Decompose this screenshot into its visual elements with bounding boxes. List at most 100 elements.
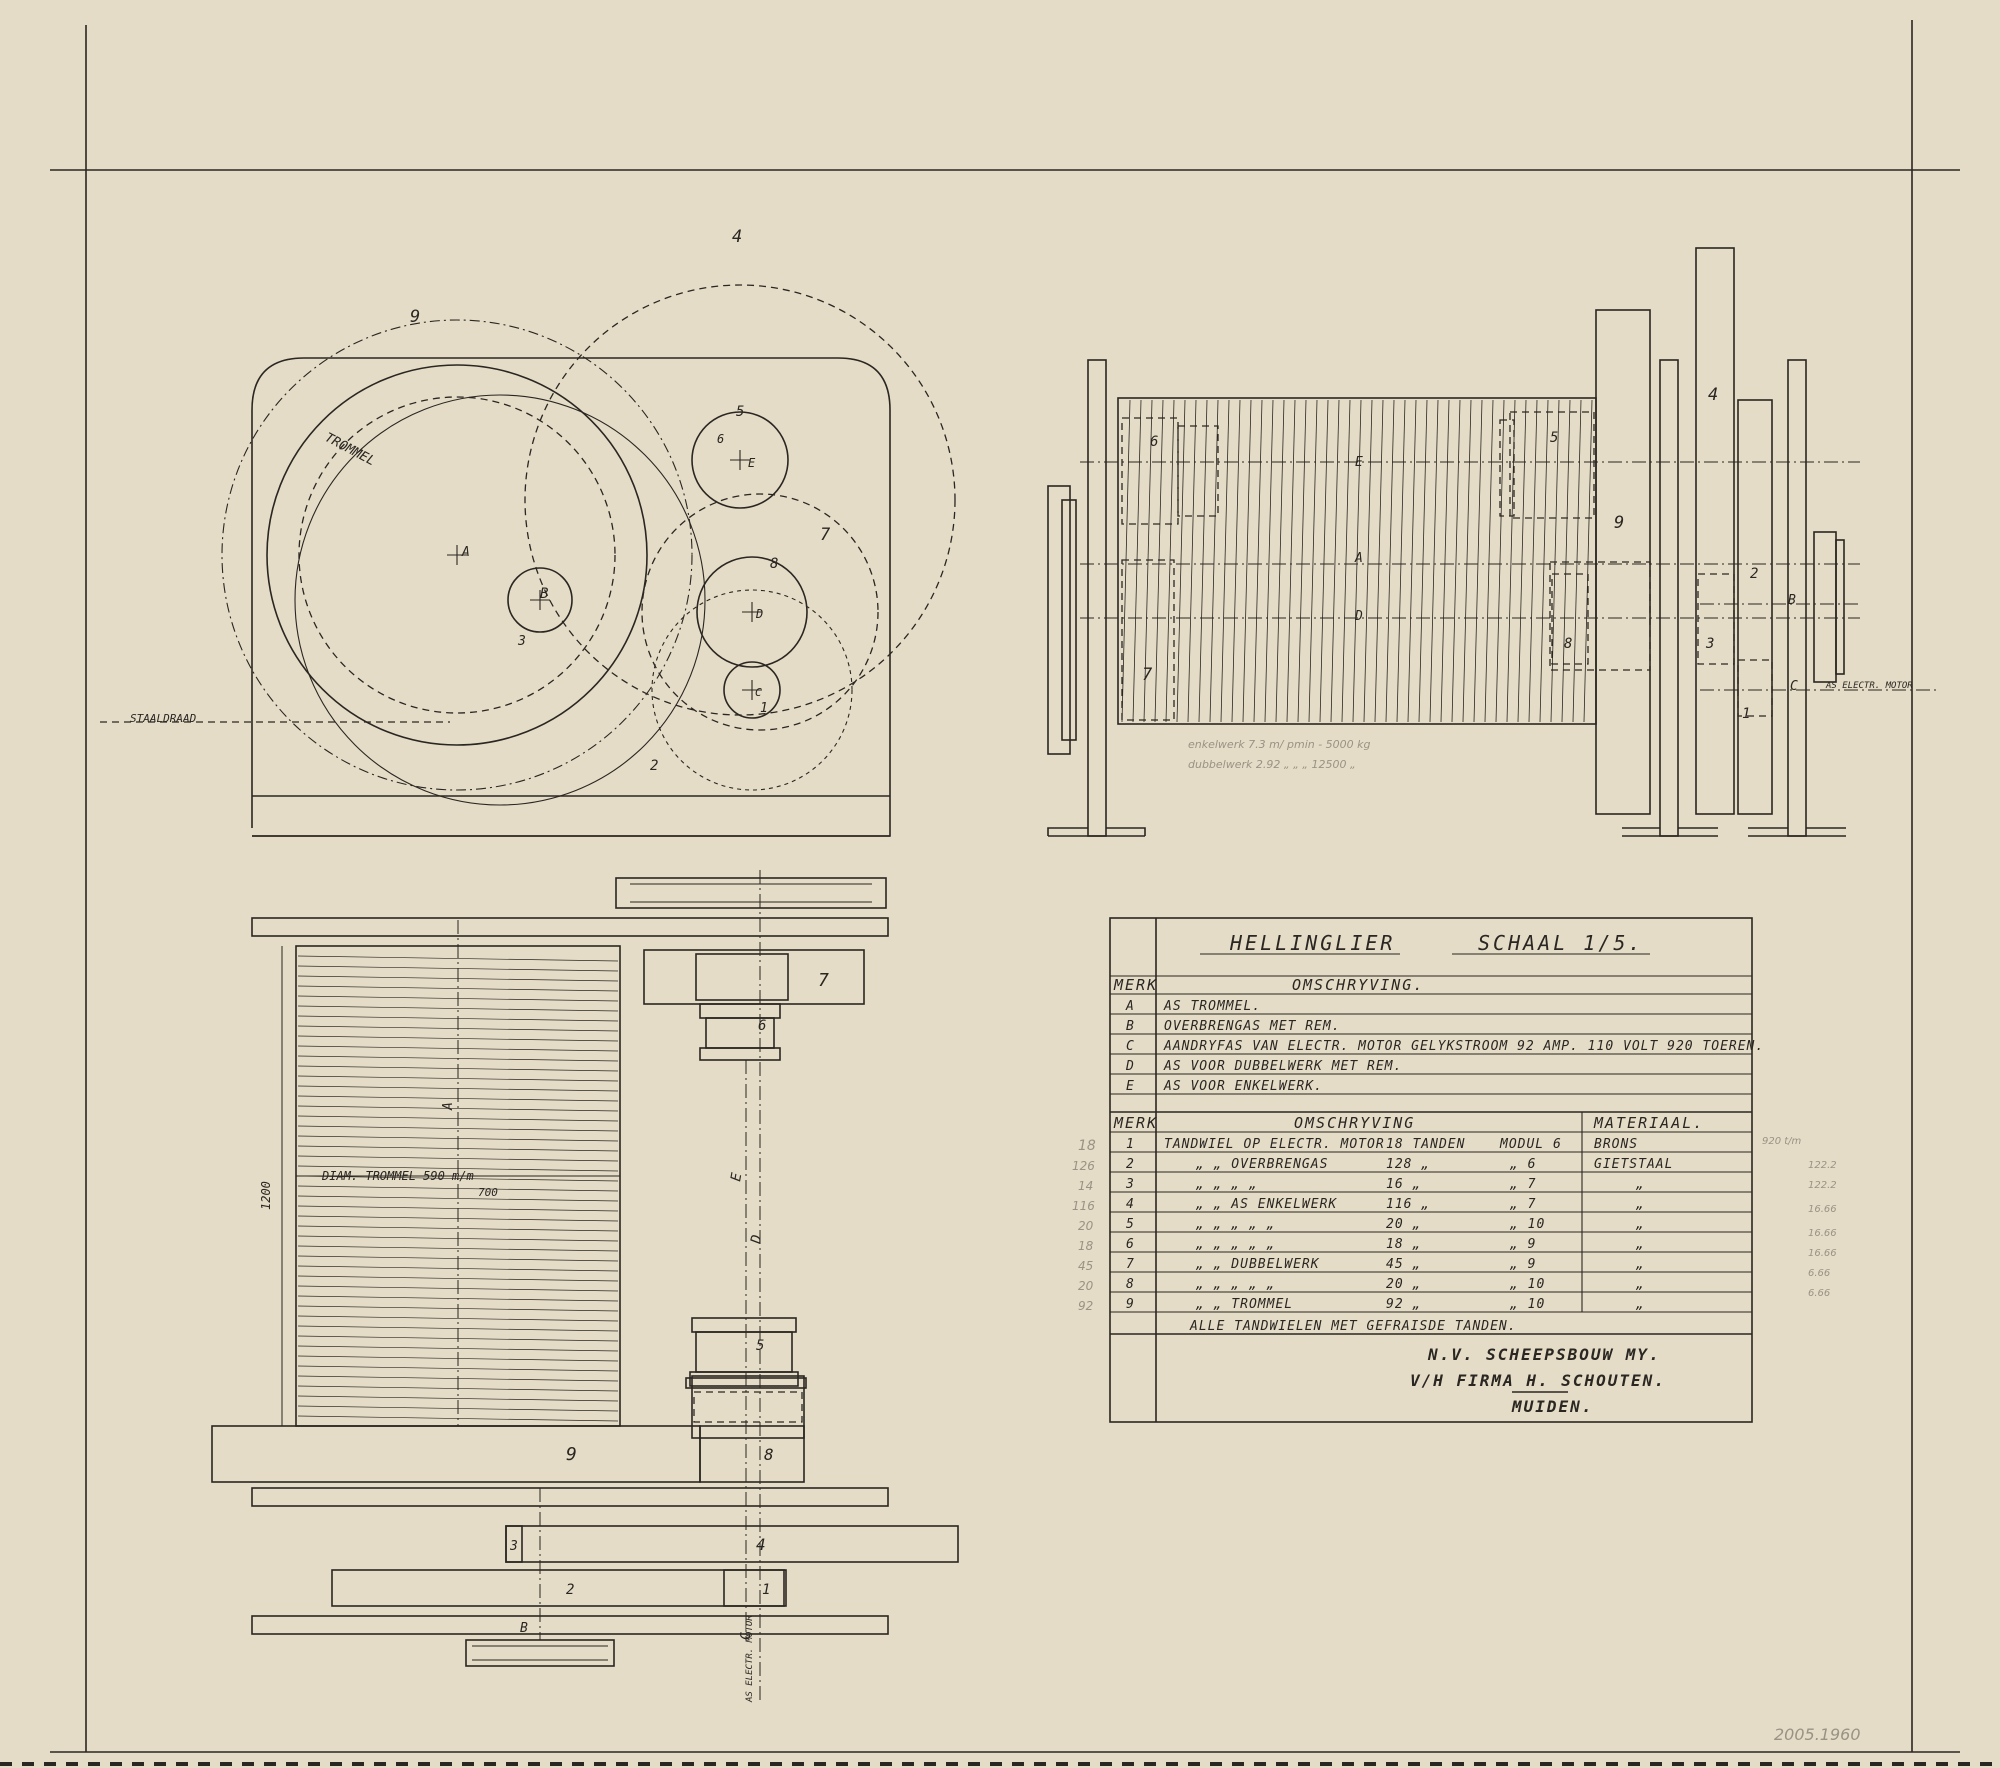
marker-b-front: B <box>540 586 548 602</box>
pencil-margin-note: 20 <box>1078 1279 1094 1293</box>
drum-groove <box>1561 399 1571 723</box>
drum-groove <box>1572 399 1582 723</box>
trommel-label: TROMMEL <box>322 430 377 469</box>
drum-groove <box>1418 399 1428 723</box>
marker-d-side: D <box>1354 609 1363 624</box>
pencil-right-note: 16.66 <box>1808 1248 1837 1259</box>
drum-groove <box>1440 399 1450 723</box>
gear-row-materiaal: BRONS <box>1594 1137 1638 1152</box>
drum-groove <box>1275 399 1285 723</box>
pencil-right-note: 16.66 <box>1808 1204 1837 1215</box>
marker-b-side: B <box>1788 593 1796 608</box>
gear-label-4-front: 4 <box>732 227 742 247</box>
gear-header-merk: MERK <box>1113 1114 1158 1132</box>
as-electr-motor-side: AS ELECTR. MOTOR <box>1825 681 1913 691</box>
gear-rows: 1 TANDWIEL OP ELECTR. MOTOR 18 TANDEN MO… <box>1125 1137 1673 1312</box>
sheet-frame <box>50 20 1960 1753</box>
shaft-row-merk: E <box>1126 1079 1135 1094</box>
gear-row-text: „ „ AS ENKELWERK <box>1195 1197 1337 1212</box>
drum-groove <box>1451 399 1461 723</box>
drum-groove <box>1462 399 1472 723</box>
gear-row-teeth: 128 „ <box>1386 1157 1430 1172</box>
drum-groove <box>1385 399 1395 723</box>
gear-row-text: TANDWIEL OP ELECTR. MOTOR <box>1164 1137 1385 1152</box>
gear-row-teeth: 92 „ <box>1386 1297 1421 1312</box>
pencil-right-note: 920 t/m <box>1762 1136 1802 1147</box>
gear-label-5-plan: 5 <box>756 1338 764 1354</box>
shaft-row-text: AS VOOR DUBBELWERK MET REM. <box>1163 1059 1402 1074</box>
drum-groove <box>1583 399 1593 723</box>
gear-row-modul: „ 9 <box>1509 1237 1536 1252</box>
pencil-margin-note: 20 <box>1078 1219 1094 1233</box>
drum-groove <box>297 1125 619 1132</box>
drum-groove <box>1264 399 1274 723</box>
gear-label-5-front: 5 <box>736 404 744 420</box>
gear-row-text: „ „ „ „ „ <box>1195 1277 1275 1292</box>
front-view-labels: TROMMEL STAALDRAAD A B E D C 4 9 5 6 7 8… <box>130 227 831 774</box>
shaft-header-omschryving: OMSCHRYVING. <box>1292 976 1424 994</box>
drum-groove <box>297 1345 619 1352</box>
marker-a-side: A <box>1354 551 1363 566</box>
gear-row-merk: 8 <box>1126 1277 1135 1292</box>
drum-groove <box>1220 399 1230 723</box>
archive-number: 2005.1960 <box>1774 1725 1861 1744</box>
pencil-margin-note: 14 <box>1078 1179 1093 1193</box>
gear-header-omschryving: OMSCHRYVING <box>1294 1114 1415 1132</box>
gear-row-materiaal: „ <box>1635 1217 1645 1232</box>
drum-groove <box>1198 399 1208 723</box>
pencil-note-enkelwerk: enkelwerk 7.3 m/ pmin - 5000 kg <box>1188 738 1371 751</box>
shaft-row-merk: D <box>1125 1059 1135 1074</box>
marker-e-side: E <box>1355 455 1363 470</box>
gear-label-8-plan: 8 <box>764 1445 774 1464</box>
pencil-margin-note: 116 <box>1072 1199 1095 1213</box>
side-view <box>1047 247 1940 837</box>
drum-groove <box>1429 399 1439 723</box>
maker-line-3: MUIDEN. <box>1511 1397 1593 1416</box>
marker-a-plan: A <box>441 1102 456 1111</box>
gear-label-6-front: 6 <box>717 432 724 446</box>
gear-row-teeth: 18 „ <box>1386 1237 1421 1252</box>
drum-groove <box>1154 399 1164 723</box>
maker-line-1: N.V. SCHEEPSBOUW MY. <box>1427 1345 1661 1364</box>
marker-b-plan: B <box>520 1621 528 1636</box>
shaft-row-merk: C <box>1126 1039 1135 1054</box>
maker-line-2: V/H FIRMA H. SCHOUTEN. <box>1410 1371 1666 1390</box>
pencil-margin-note: 18 <box>1078 1138 1096 1154</box>
drum-groove <box>297 1275 619 1282</box>
gear-row-merk: 3 <box>1125 1177 1135 1192</box>
pencil-margin-note: 92 <box>1078 1299 1093 1313</box>
drum-groove <box>297 1105 619 1112</box>
gear-row-merk: 1 <box>1126 1137 1135 1152</box>
drum-groove <box>1143 399 1153 723</box>
pencil-right-note: 122.2 <box>1808 1180 1837 1191</box>
gear-row-merk: 6 <box>1126 1237 1135 1252</box>
gear-label-1-plan: 1 <box>762 1582 770 1598</box>
gear-label-7-side: 7 <box>1142 665 1153 685</box>
shaft-row-merk: B <box>1126 1019 1135 1034</box>
marker-a-front: A <box>461 545 470 560</box>
drum-groove <box>297 1245 619 1252</box>
marker-c-plan: C <box>739 1632 754 1640</box>
title-block: HELLINGLIER SCHAAL 1/5. MERK OMSCHRYVING… <box>1109 917 1764 1423</box>
gear-row-modul: „ 10 <box>1509 1217 1545 1232</box>
table-lines <box>1110 993 1752 1335</box>
gear-label-6-side: 6 <box>1150 434 1158 450</box>
gear-label-3-plan: 3 <box>509 1539 518 1554</box>
gear-row-modul: „ 10 <box>1509 1297 1545 1312</box>
gear-row-modul: „ 9 <box>1509 1257 1536 1272</box>
gear-label-4-side: 4 <box>1708 385 1718 405</box>
gear-label-7-plan: 7 <box>818 970 829 991</box>
gear-row-merk: 9 <box>1126 1297 1135 1312</box>
front-view <box>100 284 956 837</box>
gear-label-1-side: 1 <box>1742 706 1750 722</box>
gear-row-modul: MODUL 6 <box>1499 1137 1562 1152</box>
gear-label-2-side: 2 <box>1750 566 1758 582</box>
gear-row-merk: 2 <box>1126 1157 1135 1172</box>
gear-row-materiaal: „ <box>1635 1237 1645 1252</box>
shaft-row-text: AANDRYFAS VAN ELECTR. MOTOR GELYKSTROOM … <box>1163 1039 1764 1054</box>
gear-row-materiaal: GIETSTAAL <box>1594 1157 1673 1172</box>
marker-c-front: C <box>755 686 762 699</box>
drum-groove <box>1121 399 1131 723</box>
gear-row-materiaal: „ <box>1635 1257 1645 1272</box>
gear-row-text: „ „ OVERBRENGAS <box>1195 1157 1328 1172</box>
